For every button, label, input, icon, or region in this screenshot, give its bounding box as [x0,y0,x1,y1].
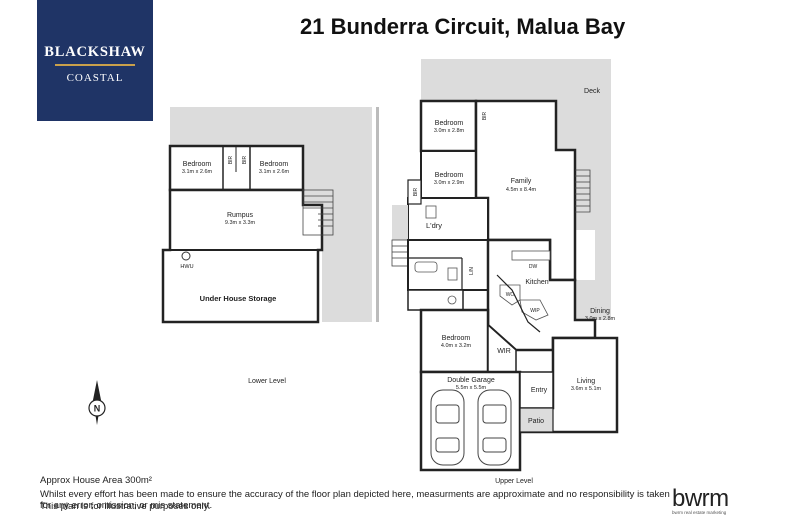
bathroom [407,239,489,291]
entry-label: Entry [531,387,548,394]
dining-label: Dining [590,308,610,315]
lower-level-plan: Bedroom 3.1m x 2.6m Bedroom 3.1m x 2.6m … [161,107,379,385]
house-area: Approx House Area 300m² [40,475,152,486]
page-title: 21 Bunderra Circuit, Malua Bay [300,14,626,39]
lower-level-label: Lower Level [248,378,286,385]
wir-label: WIR [497,348,511,355]
garage-label: Double Garage [447,377,495,384]
car-right [477,389,512,466]
lower-bedroom-2-size: 3.1m x 2.6m [259,169,290,175]
garage-size: 5.5m x 5.5m [456,385,487,391]
lower-bedroom-1-label: Bedroom [183,161,212,168]
dw-label: DW [529,264,538,270]
upper-bedroom-3 [419,308,490,374]
laundry-label: L'dry [426,221,442,230]
deck-lower-strip [575,280,611,320]
lower-bedroom-2-label: Bedroom [260,161,289,168]
rumpus-size: 9.3m x 3.3m [225,220,256,226]
upper-bedroom-1-size: 3.0m x 2.8m [434,128,465,134]
brand-subtitle: COASTAL [66,72,124,84]
wip-label: WIP [530,308,540,314]
living-size: 3.6m x 5.1m [571,386,602,392]
upper-bedroom-2-label: Bedroom [435,172,464,179]
family-size: 4.5m x 8.4m [506,187,537,193]
disclaimer-line-2: This plan is for illustrative purposes o… [40,501,211,512]
lower-bir-1: BIR [228,155,234,164]
wo-label: WO [506,292,515,298]
lower-bedroom-1-size: 3.1m x 2.6m [182,169,213,175]
upper-deck-stairs [575,169,591,213]
brand-name: BLACKSHAW [44,44,146,60]
bwrm-logo: bwrm bwrm real estate marketing [672,485,734,520]
upper-bedroom-2-size: 3.0m x 2.9m [434,180,465,186]
bwrm-tagline: bwrm real estate marketing [672,510,727,515]
side-stairs [391,239,409,267]
upper-bedroom-3-label: Bedroom [442,335,471,342]
linen-label: L/N [469,267,475,275]
patio [519,407,554,433]
storage-label: Under House Storage [200,294,277,303]
hwu-label: HWU [180,264,193,270]
lower-stairs [302,189,334,236]
upper-level-plan: Deck Bedroom 3.0m x 2.8m BIR Bedroom 3.0… [391,59,619,485]
dining-size: 3.0m x 2.8m [585,316,616,322]
north-arrow-icon: N [88,380,106,425]
deck-label: Deck [584,88,600,95]
hwu-symbol [181,251,191,261]
upper-bir-1: BIR [482,111,488,120]
compass-label: N [94,404,101,414]
family-label: Family [511,178,532,185]
deck [421,59,611,320]
living-label: Living [577,378,595,385]
lower-bir-2: BIR [242,155,248,164]
bwrm-wordmark: bwrm [672,485,729,512]
upper-bedroom-3-size: 4.0m x 3.2m [441,343,472,349]
upper-bedroom-1-label: Bedroom [435,120,464,127]
upper-level-label: Upper Level [495,478,533,485]
rumpus-label: Rumpus [227,212,254,219]
blackshaw-logo: BLACKSHAW COASTAL [37,0,153,121]
double-garage [419,370,522,472]
brand-divider [55,64,135,66]
upper-bir-2: BIR [413,187,419,196]
patio-label: Patio [528,418,544,425]
car-left [430,389,465,466]
disclaimer-line-1: Whilst every effort has been made to ens… [40,489,670,511]
kitchen-label: Kitchen [525,279,548,286]
